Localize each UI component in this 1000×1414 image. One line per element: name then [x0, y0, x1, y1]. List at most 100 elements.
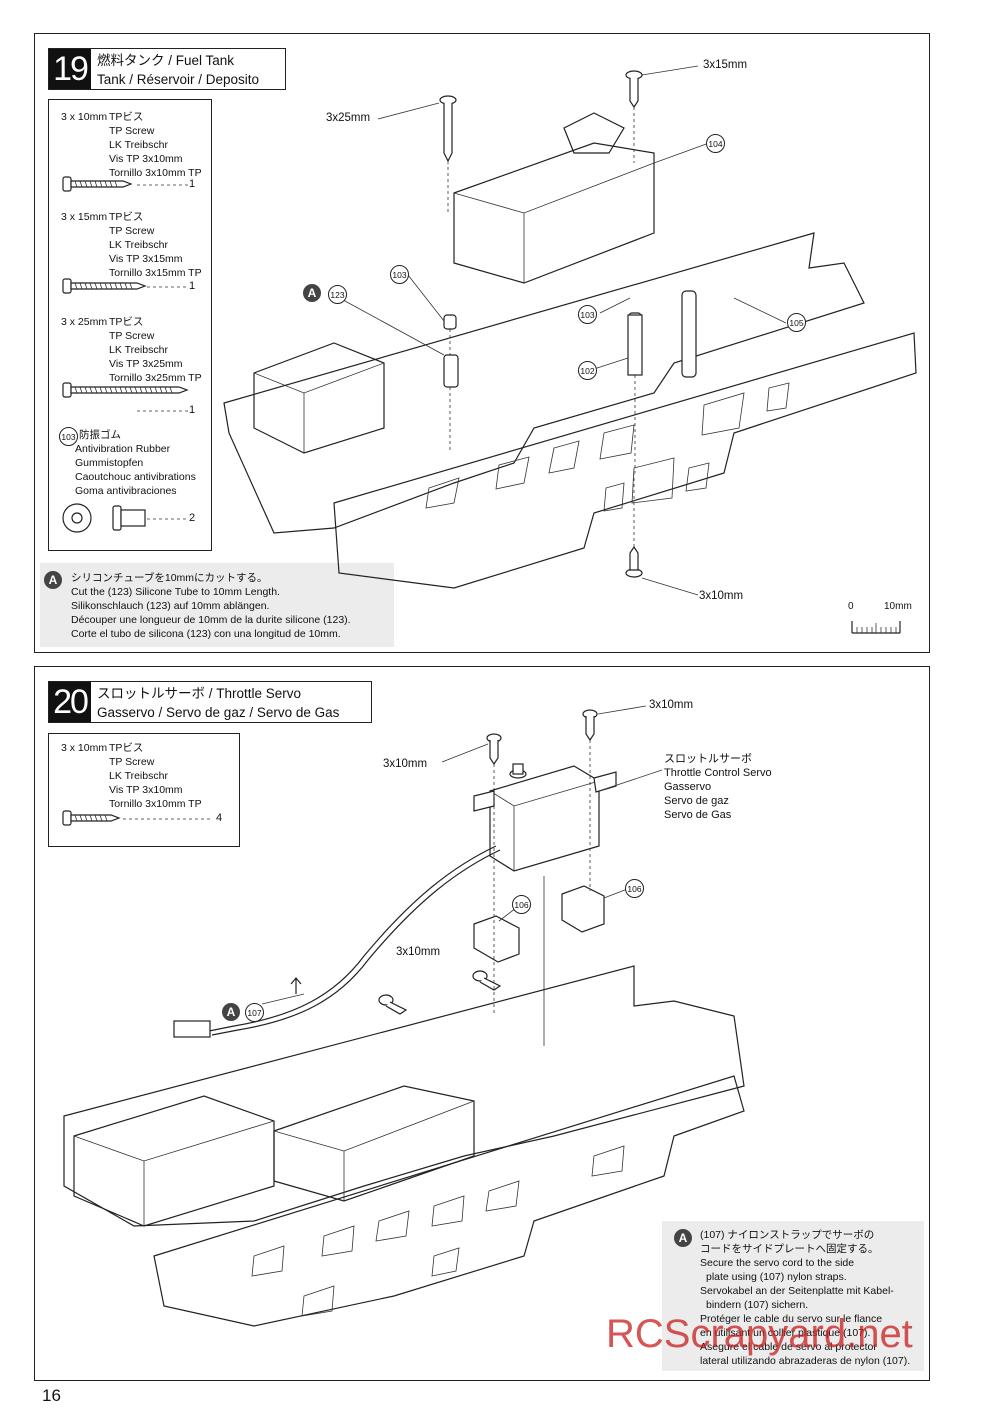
- note-line: (107) ナイロンストラップでサーボの: [700, 1229, 875, 1241]
- part-name: LK Treibschr: [109, 770, 168, 782]
- step19-assembly-drawing: [223, 65, 917, 634]
- part-qty: 1: [189, 178, 196, 190]
- part-name: TPビス: [109, 316, 144, 328]
- part-qty: 1: [189, 280, 196, 292]
- leader-dash: [137, 184, 189, 186]
- parts-item-antivibration-rubber: 防振ゴム Antivibration Rubber Gummistopfen C…: [75, 428, 196, 498]
- callout-screw-mid: 3x10mm: [396, 946, 441, 958]
- page-number: 16: [42, 1386, 61, 1405]
- step19-title-line1: 燃料タンク / Fuel Tank: [97, 53, 235, 68]
- servo-label-line: Servo de gaz: [664, 795, 729, 807]
- scale-zero-label: 0: [848, 601, 854, 612]
- part-name: LK Treibschr: [109, 344, 168, 356]
- note-line: Servokabel an der Seitenplatte mit Kabel…: [700, 1285, 894, 1297]
- servo-label-line: Servo de Gas: [664, 809, 732, 821]
- screw-right-drawn: [582, 709, 598, 742]
- servo-drawn: [473, 763, 617, 872]
- part-qty: 4: [216, 812, 223, 824]
- part-name: Tornillo 3x10mm TP: [109, 167, 202, 179]
- part-name: LK Treibschr: [109, 139, 168, 151]
- step19-title-line2: Tank / Réservoir / Deposito: [97, 72, 260, 87]
- rubber-part-number: 103: [59, 427, 78, 446]
- part-name: Goma antivibraciones: [75, 485, 177, 497]
- part-name: TPビス: [109, 111, 144, 123]
- note-line: コードをサイドプレートへ固定する。: [700, 1243, 879, 1255]
- part-name: Tornillo 3x25mm TP: [109, 372, 202, 384]
- servo-label: スロットルサーボ Throttle Control Servo Gasservo…: [664, 752, 772, 822]
- part-name: TP Screw: [109, 330, 155, 342]
- step19-note: A シリコンチューブを10mmにカットする。 Cut the (123) Sil…: [40, 563, 394, 647]
- note-line: en utilisant un collier plastique (107).: [700, 1327, 871, 1339]
- callout-mount-106a: 106: [512, 895, 531, 914]
- callout-rubber-103a: 103: [390, 265, 409, 284]
- step20-note: A (107) ナイロンストラップでサーボの コードをサイドプレートへ固定する。…: [662, 1221, 924, 1371]
- note-badge-a: A: [44, 571, 62, 589]
- screw-mid-a-drawn: [472, 970, 502, 991]
- step20-title-line1: スロットルサーボ / Throttle Servo: [97, 686, 302, 701]
- part-size: 3 x 10mm: [61, 111, 108, 123]
- screw-3x25-icon: [62, 382, 189, 398]
- callout-post-102: 102: [578, 361, 597, 380]
- step20-number: 20: [49, 682, 91, 722]
- rubber-grommet-icon: [62, 503, 146, 533]
- screw-3x15-drawn: [625, 70, 643, 109]
- step19-title: 燃料タンク / Fuel Tank Tank / Réservoir / Dep…: [91, 49, 269, 89]
- callout-frame-105: 105: [787, 313, 806, 332]
- callout-screw-3x25: 3x25mm: [326, 112, 371, 124]
- part-name: Vis TP 3x10mm: [109, 153, 183, 165]
- note-line: Silikonschlauch (123) auf 10mm ablängen.: [71, 600, 270, 612]
- part-size: 3 x 10mm: [61, 742, 108, 754]
- part-size: 3 x 25mm: [61, 316, 108, 328]
- screw-mid-b-drawn: [378, 994, 408, 1015]
- screw-3x25-drawn: [439, 95, 457, 163]
- part-name: TP Screw: [109, 756, 155, 768]
- callout-tube-123: 123: [328, 285, 347, 304]
- part-name: Caoutchouc antivibrations: [75, 471, 196, 483]
- callout-badge-a: A: [303, 284, 321, 302]
- scale-bar: [851, 621, 901, 634]
- callout-tank-104: 104: [706, 134, 725, 153]
- part-name: TPビス: [109, 742, 144, 754]
- step20-assembly-drawing: [63, 705, 745, 1327]
- part-qty: 1: [189, 404, 196, 416]
- part-qty: 2: [189, 512, 196, 524]
- note-line: lateral utilizando abrazaderas de nylon …: [700, 1355, 911, 1367]
- step19-number: 19: [49, 49, 91, 89]
- note-line: Protéger le cable du servo sur le flance: [700, 1313, 883, 1325]
- callout-rubber-103b: 103: [578, 305, 597, 324]
- part-names: TPビス TP Screw LK Treibschr Vis TP 3x10mm…: [109, 741, 202, 811]
- step20-header: 20 スロットルサーボ / Throttle Servo Gasservo / …: [48, 681, 372, 723]
- note-line: シリコンチューブを10mmにカットする。: [71, 572, 268, 584]
- leader-dash: [147, 518, 187, 520]
- part-name: Tornillo 3x10mm TP: [109, 798, 202, 810]
- step20-title: スロットルサーボ / Throttle Servo Gasservo / Ser…: [91, 682, 349, 722]
- watermark: RCScrapyard.net: [606, 1312, 913, 1356]
- screw-3x10-drawn: [625, 545, 643, 578]
- step19-parts-box: 3 x 10mm TPビス TP Screw LK Treibschr Vis …: [48, 99, 212, 551]
- callout-screw-top-left: 3x10mm: [383, 758, 428, 770]
- part-name: Vis TP 3x25mm: [109, 358, 183, 370]
- step20-title-line2: Gasservo / Servo de gaz / Servo de Gas: [97, 705, 340, 720]
- callout-mount-106b: 106: [625, 879, 644, 898]
- callout-strap-107: 107: [245, 1003, 264, 1022]
- part-name: Gummistopfen: [75, 457, 144, 469]
- part-name: Antivibration Rubber: [75, 443, 171, 455]
- servo-label-line: スロットルサーボ: [664, 753, 752, 765]
- scale-ten-label: 10mm: [884, 601, 912, 612]
- leader-dash: [137, 410, 189, 412]
- note-line: Cut the (123) Silicone Tube to 10mm Leng…: [71, 586, 280, 598]
- note-line: plate using (107) nylon straps.: [706, 1271, 847, 1283]
- screw-3x10-icon: [62, 176, 133, 192]
- note-line: Découper une longueur de 10mm de la duri…: [71, 614, 351, 626]
- servo-label-line: Gasservo: [664, 781, 712, 793]
- note-text: (107) ナイロンストラップでサーボの コードをサイドプレートへ固定する。 S…: [700, 1228, 910, 1368]
- part-names: TPビス TP Screw LK Treibschr Vis TP 3x10mm…: [109, 110, 202, 180]
- leader-dash: [147, 286, 189, 288]
- note-badge-a: A: [674, 1229, 692, 1247]
- step19-header: 19 燃料タンク / Fuel Tank Tank / Réservoir / …: [48, 48, 286, 90]
- part-name: Vis TP 3x15mm: [109, 253, 183, 265]
- part-name: TPビス: [109, 211, 144, 223]
- part-name: Vis TP 3x10mm: [109, 784, 183, 796]
- screw-3x10-icon: [62, 810, 121, 826]
- note-text: シリコンチューブを10mmにカットする。 Cut the (123) Silic…: [71, 571, 351, 641]
